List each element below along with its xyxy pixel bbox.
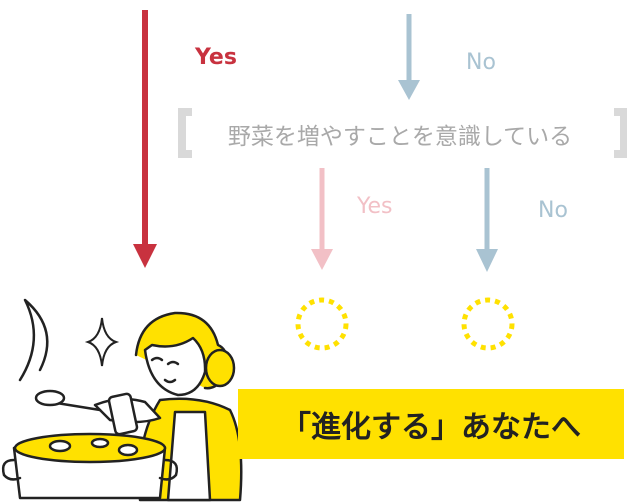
no-label-bottom: No [538, 198, 568, 223]
arrow-yes-faint [311, 168, 333, 270]
woman-cooking-illustration [1, 298, 243, 502]
dashed-circle-no [461, 297, 515, 351]
dashed-circle-yes [295, 297, 349, 351]
result-text: 「進化する」あなたへ [281, 410, 581, 445]
yes-label-bottom: Yes [357, 194, 393, 219]
no-label-top: No [466, 50, 496, 75]
arrow-yes-strong [133, 10, 157, 268]
sparkle-icon [84, 317, 120, 367]
arrow-no-top [398, 14, 420, 100]
arrow-no-bottom [476, 168, 498, 272]
bracket-right [614, 108, 627, 158]
yes-label-top: Yes [195, 45, 237, 70]
question-text: 野菜を増やすことを意識している [227, 124, 573, 150]
result-box-background [238, 389, 624, 459]
bracket-left [178, 108, 192, 158]
